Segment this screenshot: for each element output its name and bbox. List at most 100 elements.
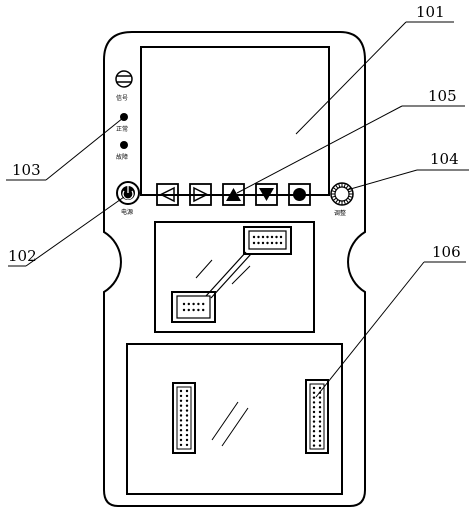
connector-pin [318,410,322,414]
connector-pin [312,434,316,438]
connector-pin [266,241,269,245]
right-arrow-icon [193,186,209,203]
connector-pin [318,396,322,399]
knob-tick [335,184,339,189]
connector-pin [187,308,190,312]
connector-pin [312,415,316,418]
connector-pin [279,241,283,245]
connector-pin [182,302,186,306]
connector-link-2 [210,253,252,299]
fault-text: 故障 [116,153,128,161]
record-circle-icon [293,188,306,201]
connector-pin [312,391,316,394]
down-triangle-icon [259,188,274,201]
knob-tick [345,184,349,189]
knob-ticks-icon [331,183,353,205]
connector-pin [312,420,316,423]
down-button[interactable] [255,183,278,206]
connector-pin [185,429,189,432]
left-arrow-icon [159,186,175,203]
connector-pin [202,302,205,306]
connector-pin [252,235,256,239]
connector-pin [252,241,256,245]
leader-105 [236,105,403,194]
knob-tick [332,187,337,191]
normal-text: 正常 [116,125,128,133]
connector-pin [312,410,316,414]
upper-connector [243,226,292,255]
connector-pin [197,302,200,306]
connector-pin [318,386,322,390]
knob-tick [343,183,346,188]
leader-103 [45,117,124,181]
record-button[interactable] [288,183,311,206]
connector-link-1 [205,251,247,297]
connector-pin [261,235,265,239]
connector-pin [270,235,274,239]
knob-text: 调整 [334,209,346,217]
connector-pin [312,401,316,404]
connector-pin [185,424,189,427]
knob-tick [331,195,336,198]
connector-pin [185,433,189,437]
up-triangle-icon [226,188,241,201]
connector-pin [318,430,322,433]
connector-pin [318,415,322,418]
label-101: 101 [416,3,445,21]
break-mark-2 [231,265,251,285]
connector-pin [202,308,205,312]
connector-pin [179,404,183,407]
connector-pin [185,443,189,447]
break-mark-3 [211,401,239,441]
connector-pin [279,235,283,239]
knob-tick [331,190,336,193]
break-mark-1 [195,259,213,279]
connector-pin [312,439,316,442]
connector-pin [257,235,260,239]
leader-106 [315,261,425,398]
display-screen [140,46,330,196]
knob-tick [343,200,346,205]
leader-102 [25,196,125,267]
connector-pin [179,429,183,432]
connector-pin [185,399,189,402]
connector-pin [197,308,200,312]
knob-tick [335,199,339,204]
connector-pin [312,444,316,447]
connector-pin [318,425,322,428]
leader-101 [295,21,407,135]
signal-text: 信号 [116,94,128,102]
connector-pin [179,394,183,398]
power-text: 电源 [121,208,133,216]
connector-pin [179,433,183,437]
up-button[interactable] [222,183,245,206]
connector-pin [179,409,183,412]
connector-pin [312,406,316,409]
connector-pin [185,404,189,407]
connector-pin [257,241,260,245]
connector-pin [192,302,195,306]
connector-pin [318,401,322,404]
connector-pin [187,302,190,306]
right-arrow-button[interactable] [189,183,212,206]
label-106: 106 [432,243,461,261]
connector-pin [312,386,316,390]
connector-pin [179,389,183,393]
connector-pin [185,438,189,442]
connector-pin [185,409,189,412]
knob-tick [348,195,353,198]
lower-connector [171,291,216,323]
left-strip-connector [172,382,196,454]
connector-pin [185,389,189,393]
power-button[interactable] [116,181,140,205]
connector-pin [318,420,322,423]
lower-panel [126,343,343,495]
connector-pin [261,241,265,245]
knob-tick [338,183,341,188]
connector-pin [179,443,183,447]
fault-light-icon [120,141,128,149]
adjust-knob[interactable] [330,182,354,206]
connector-pin [318,439,322,442]
left-arrow-button[interactable] [156,183,179,206]
